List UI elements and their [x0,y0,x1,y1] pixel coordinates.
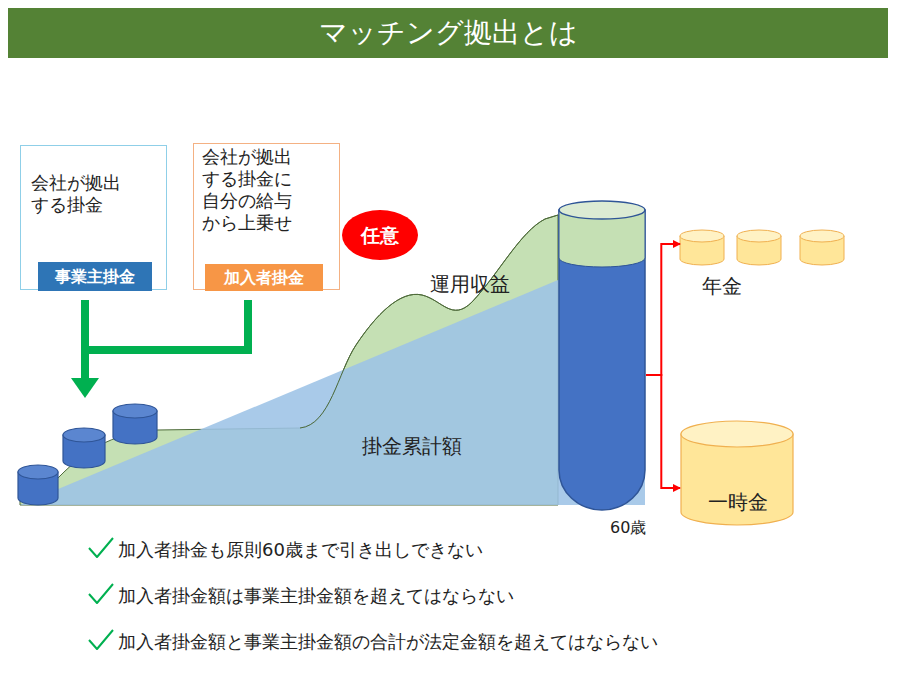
area-label: 掛金累計額 [362,433,462,460]
node-text: 年金 [702,274,742,298]
account-tube: 60歳 [558,200,646,545]
flow-arrow [646,375,680,488]
explain-box: 会社が拠出 する掛金事業主掛金 [20,145,167,290]
lump-sum-cylinder: 一時金 [680,420,795,527]
note-text: 加入者掛金額と事業主掛金額の合計が法定金額を超えてはならない [118,630,658,654]
tag-label: 事業主掛金 [38,262,152,291]
node-text: 会社が拠出 する掛金に 自分の給与 から上乗せ [202,146,298,234]
merge-arrow-head [71,378,99,398]
pension-coins: 年金 [680,226,845,301]
node-text: 事業主掛金 [38,262,152,291]
node-text: 60歳 [610,518,646,538]
note-text: 加入者掛金も原則60歳まで引き出しできない [118,538,483,562]
node-text: 一時金 [680,490,795,514]
tag-label: 加入者掛金 [205,264,323,291]
account-tube-outline [558,200,646,545]
coin-stack [18,404,157,505]
node-text: 加入者掛金 [205,264,323,291]
area-label: 運用収益 [430,271,510,298]
flow-arrow [646,244,680,375]
check-mark [89,538,113,649]
contribution-area [20,280,645,505]
note-text: 加入者掛金額は事業主掛金額を超えてはならない [118,584,514,608]
explain-box: 会社が拠出 する掛金に 自分の給与 から上乗せ加入者掛金 [193,143,340,290]
node-text: 任意 [342,210,418,260]
merge-arrow [81,300,252,380]
optional-badge: 任意 [342,210,418,260]
node-text: 会社が拠出 する掛金 [31,172,127,216]
title-band: マッチング拠出とは [8,8,888,58]
